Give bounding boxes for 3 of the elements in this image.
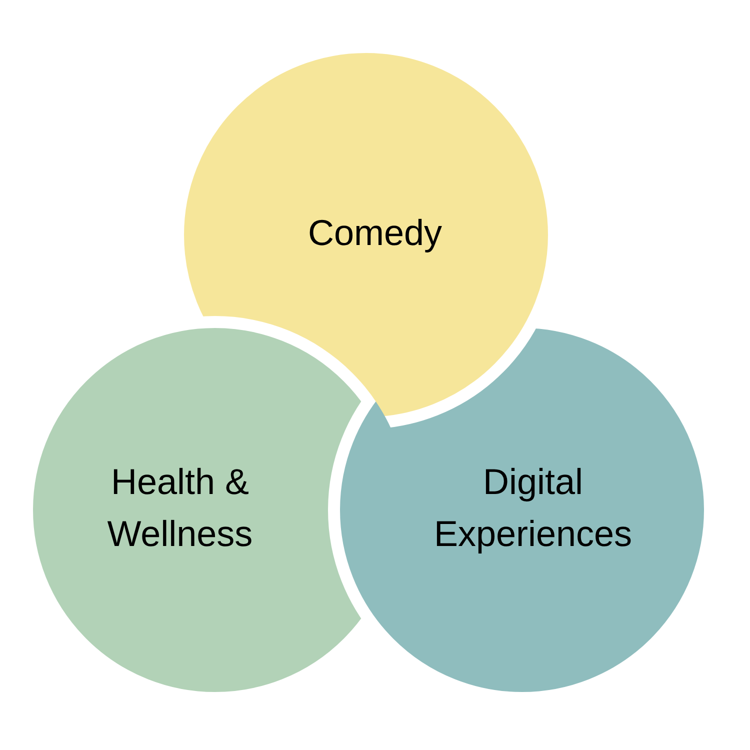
circle-label: Comedy — [306, 210, 444, 255]
circle-label: Health & Wellness — [106, 460, 254, 556]
circle-label: Digital Experiences — [432, 460, 634, 556]
